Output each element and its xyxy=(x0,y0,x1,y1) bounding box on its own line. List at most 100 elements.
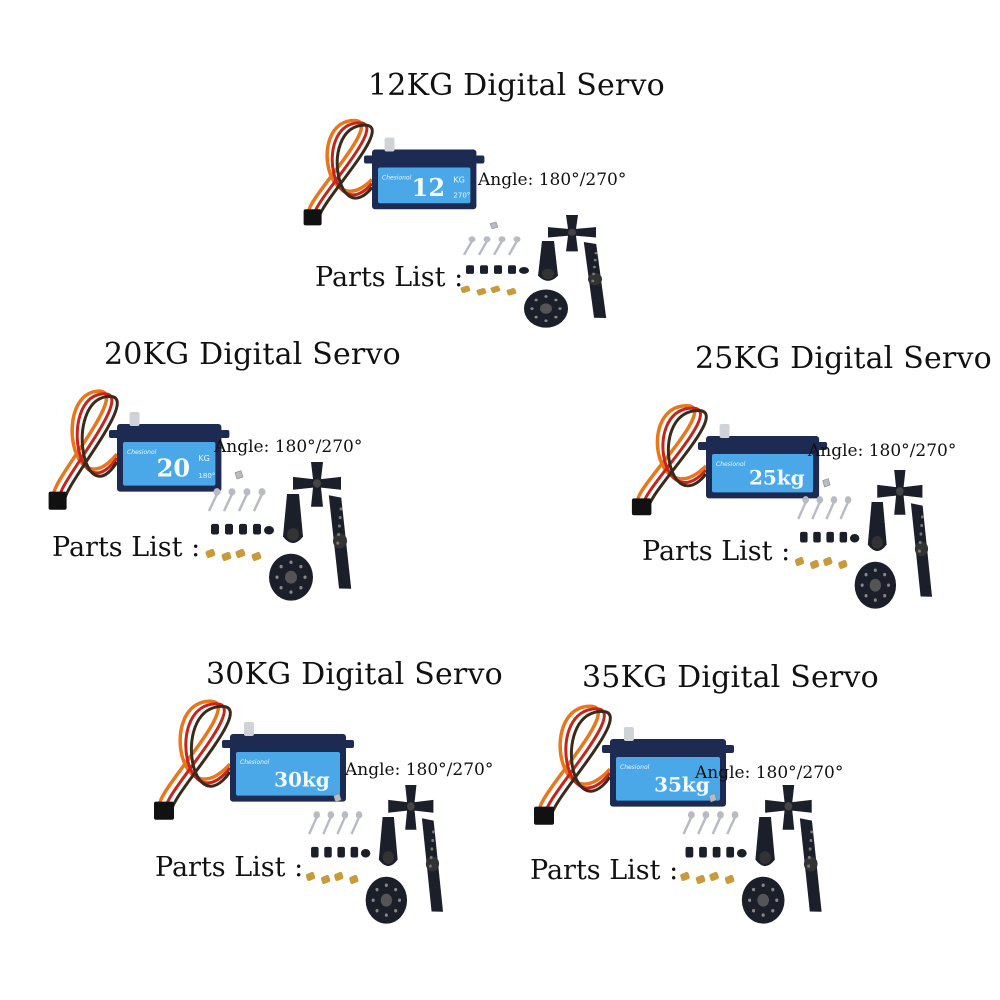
brass-eyelet-icon xyxy=(205,548,216,559)
panel-title: 12KG Digital Servo xyxy=(368,68,665,103)
servo-wire-icon xyxy=(154,699,232,820)
grommet-icon xyxy=(211,523,219,535)
disc-horn-icon xyxy=(365,876,408,924)
screw-icon xyxy=(726,811,739,835)
screw-icon xyxy=(697,811,710,835)
servo-label-plate xyxy=(123,442,216,486)
grommet-icon xyxy=(519,267,529,274)
connector-icon xyxy=(154,801,174,820)
grommet-icon xyxy=(813,531,821,543)
panel-35kg: 35KG Digital Servo 35kg Chesionol Angle: … xyxy=(0,0,1000,924)
servo-label-text: 35kg xyxy=(654,773,710,797)
servo-label-plate xyxy=(616,757,720,801)
servo-label-unit: KG xyxy=(453,175,464,184)
grommet-icon xyxy=(685,846,694,858)
cross-horn-icon xyxy=(548,215,596,252)
brass-eyelet-icon xyxy=(695,874,706,885)
screw-icon xyxy=(682,811,695,835)
servo-shaft-icon xyxy=(384,137,395,152)
brass-eyelet-icon xyxy=(506,288,517,296)
brass-eyelet-icon xyxy=(305,871,316,882)
panel-title: 30KG Digital Servo xyxy=(206,657,503,692)
connector-icon xyxy=(48,491,67,510)
grommet-icon xyxy=(800,531,808,543)
parts-image xyxy=(305,785,444,924)
grommet-icon xyxy=(849,534,860,543)
cross-horn-icon xyxy=(388,785,434,830)
angle-label: Angle: 180°/270° xyxy=(808,441,957,461)
double-arm-horn-icon xyxy=(910,503,933,597)
brass-eyelet-icon xyxy=(724,874,735,885)
single-arm-horn-icon xyxy=(538,241,558,281)
parts-image xyxy=(680,785,822,924)
disc-horn-icon xyxy=(741,876,785,924)
brass-eyelet-icon xyxy=(460,285,471,294)
servo-wire-icon xyxy=(631,404,708,516)
servo-brand-text: Chesionol xyxy=(620,764,650,771)
parts-image xyxy=(794,470,933,609)
double-arm-horn-icon xyxy=(799,818,822,912)
grommet-icon xyxy=(480,265,488,274)
parts-image xyxy=(460,215,607,328)
brass-eyelet-icon xyxy=(823,556,833,567)
servo-mount-tab xyxy=(109,430,230,438)
screw-icon xyxy=(825,496,838,520)
grommet-icon xyxy=(466,265,474,274)
angle-label: Angle: 180°/270° xyxy=(345,760,494,780)
servo-mount-tab xyxy=(364,155,485,164)
screw-icon xyxy=(839,496,852,520)
screw-icon xyxy=(237,488,251,512)
screw-icon xyxy=(350,811,363,835)
screw-icon xyxy=(797,496,809,520)
servo-label-angle: 270° xyxy=(453,191,470,199)
servo-image: 35kg Chesionol xyxy=(534,704,734,825)
parts-list-label: Parts List : xyxy=(315,262,464,293)
servo-label-plate xyxy=(236,752,340,796)
grommet-icon xyxy=(508,265,516,274)
screw-icon xyxy=(333,793,342,803)
connector-icon xyxy=(303,209,322,226)
screw-icon xyxy=(462,236,476,256)
screw-icon xyxy=(222,488,236,512)
grommet-icon xyxy=(239,523,247,535)
servo-label-text: 30kg xyxy=(274,768,330,792)
single-arm-horn-icon xyxy=(378,817,398,867)
grommet-icon xyxy=(225,523,233,535)
parts-list-label: Parts List : xyxy=(642,536,791,567)
grommet-icon xyxy=(699,846,707,858)
grommet-icon xyxy=(264,526,274,535)
grommet-icon xyxy=(826,531,834,543)
brass-eyelet-icon xyxy=(349,874,359,885)
connector-icon xyxy=(631,498,652,516)
servo-wire-icon xyxy=(534,704,612,825)
disc-horn-icon xyxy=(524,289,568,328)
panel-title: 25KG Digital Servo xyxy=(695,341,992,376)
parts-image xyxy=(205,462,352,601)
angle-label: Angle: 180°/270° xyxy=(695,763,844,783)
servo-wire-icon xyxy=(48,389,119,510)
servo-mount-tab xyxy=(602,745,734,753)
screw-icon xyxy=(711,811,724,835)
servo-mount-tab xyxy=(222,740,354,748)
screw-icon xyxy=(207,488,221,512)
servo-label-angle: 180° xyxy=(198,472,215,480)
grommet-icon xyxy=(726,846,735,858)
servo-shaft-icon xyxy=(129,412,140,426)
disc-horn-icon xyxy=(269,553,313,601)
grommet-icon xyxy=(324,846,332,858)
cross-horn-icon xyxy=(877,470,923,515)
servo-label-plate xyxy=(378,167,471,204)
single-arm-horn-icon xyxy=(755,817,775,867)
panel-title: 35KG Digital Servo xyxy=(582,660,879,695)
grommet-icon xyxy=(337,846,345,858)
servo-brand-text: Chesionol xyxy=(127,449,157,456)
servo-shaft-icon xyxy=(623,727,634,741)
screw-icon xyxy=(336,811,349,835)
parts-list-label: Parts List : xyxy=(530,855,679,886)
grommet-icon xyxy=(311,846,319,858)
grommet-icon xyxy=(350,846,359,858)
